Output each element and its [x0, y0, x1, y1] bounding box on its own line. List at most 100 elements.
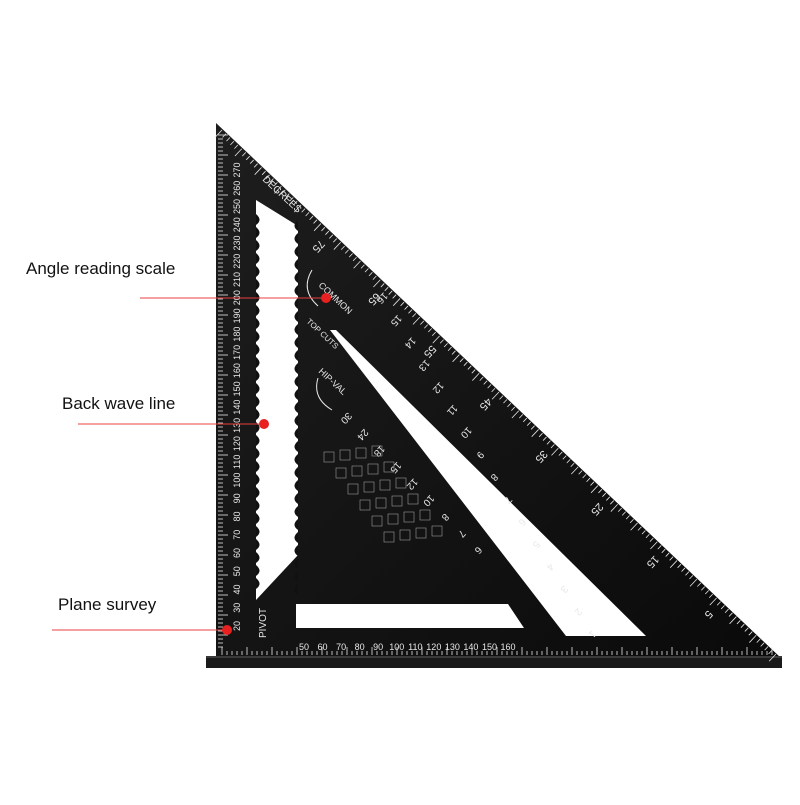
- pivot-label: PIVOT: [258, 608, 269, 638]
- tick: [348, 253, 353, 258]
- tick: [388, 290, 393, 295]
- tick: [681, 567, 686, 572]
- tick: [716, 601, 721, 606]
- tick: [768, 649, 773, 655]
- bottom-scale-label: 110: [408, 642, 422, 652]
- wave-tooth: [294, 545, 298, 556]
- table-cell: [371, 515, 383, 527]
- left-scale-label: 250: [232, 199, 242, 214]
- table-cell: [431, 525, 443, 537]
- tick: [412, 316, 421, 325]
- tick: [736, 620, 741, 625]
- tick: [222, 133, 227, 138]
- rafter-table-block: [323, 445, 443, 543]
- tick: [451, 350, 456, 355]
- left-scale-label: 30: [232, 603, 242, 613]
- tick: [467, 365, 472, 370]
- tick: [729, 616, 737, 625]
- tick: [685, 571, 690, 576]
- wave-tooth: [256, 422, 260, 433]
- tick: [487, 384, 492, 389]
- bottom-scale-label: 160: [500, 642, 515, 652]
- table-cell: [351, 465, 363, 477]
- tick: [507, 402, 512, 408]
- tick: [274, 185, 282, 194]
- callout-back-wave-line: Back wave line: [62, 394, 176, 413]
- tick: [373, 279, 381, 288]
- tick: [392, 294, 397, 299]
- table-cell: [383, 461, 395, 473]
- tick: [471, 369, 476, 374]
- tick: [226, 137, 231, 142]
- table-cell: [407, 493, 419, 505]
- tick: [578, 470, 583, 475]
- tick: [443, 343, 448, 348]
- tick: [709, 597, 717, 606]
- tick: [531, 429, 539, 437]
- tick: [230, 140, 235, 146]
- tick: [749, 635, 757, 643]
- tick: [313, 223, 322, 232]
- hyp-inch-label: 9: [474, 449, 486, 461]
- wave-tooth: [256, 318, 260, 329]
- tick: [269, 178, 274, 183]
- wave-tooth: [256, 448, 260, 459]
- tick: [472, 373, 480, 381]
- wave-tooth: [294, 376, 298, 387]
- wave-tooth: [256, 214, 260, 225]
- inner-number-label: 6: [472, 544, 484, 556]
- tick: [689, 575, 694, 580]
- bottom-scale-label: 60: [318, 642, 328, 652]
- left-scale-label: 230: [232, 235, 242, 250]
- left-scale-label: 210: [232, 272, 242, 287]
- wave-tooth: [256, 396, 260, 407]
- wave-tooth: [256, 357, 260, 368]
- tick: [617, 507, 622, 512]
- bottom-scale-label: 100: [389, 642, 404, 652]
- wave-tooth: [256, 435, 260, 446]
- left-scale-label: 150: [232, 381, 242, 396]
- table-cell: [335, 467, 347, 479]
- bottom-scale-label: 90: [373, 642, 383, 652]
- wave-tooth: [294, 558, 298, 569]
- tick: [708, 593, 713, 599]
- tick: [293, 200, 298, 206]
- hyp-inch-label: 7: [502, 494, 514, 506]
- tick: [432, 335, 440, 344]
- wave-tooth: [256, 539, 260, 550]
- wave-tooth: [294, 571, 298, 582]
- wave-tooth: [294, 441, 298, 452]
- callout-dot-angle: [321, 293, 331, 303]
- tick: [400, 301, 405, 307]
- tick: [424, 324, 429, 329]
- wave-tooth: [294, 324, 298, 335]
- wave-tooth: [256, 383, 260, 394]
- wave-tooth: [294, 311, 298, 322]
- left-scale-label: 180: [232, 327, 242, 342]
- left-scale-label: 40: [232, 585, 242, 595]
- tick: [459, 358, 464, 363]
- wave-tooth: [256, 305, 260, 316]
- table-cell: [359, 499, 371, 511]
- tick: [570, 462, 575, 468]
- tick: [380, 283, 385, 288]
- left-scale-label: 70: [232, 530, 242, 540]
- bottom-edge-ticks: [221, 647, 773, 655]
- tick: [522, 417, 527, 423]
- tick: [550, 444, 555, 449]
- wave-tooth: [256, 266, 260, 277]
- inner-number-label: 8: [439, 511, 451, 523]
- tick: [491, 387, 496, 393]
- wave-tooth: [256, 409, 260, 420]
- table-cell: [419, 509, 431, 521]
- tick: [760, 642, 765, 647]
- tick: [273, 182, 278, 187]
- tick: [756, 638, 761, 643]
- table-cell: [339, 449, 351, 461]
- tick: [641, 530, 646, 535]
- wave-tooth: [256, 461, 260, 472]
- wave-tooth: [294, 272, 298, 283]
- tick: [431, 331, 436, 337]
